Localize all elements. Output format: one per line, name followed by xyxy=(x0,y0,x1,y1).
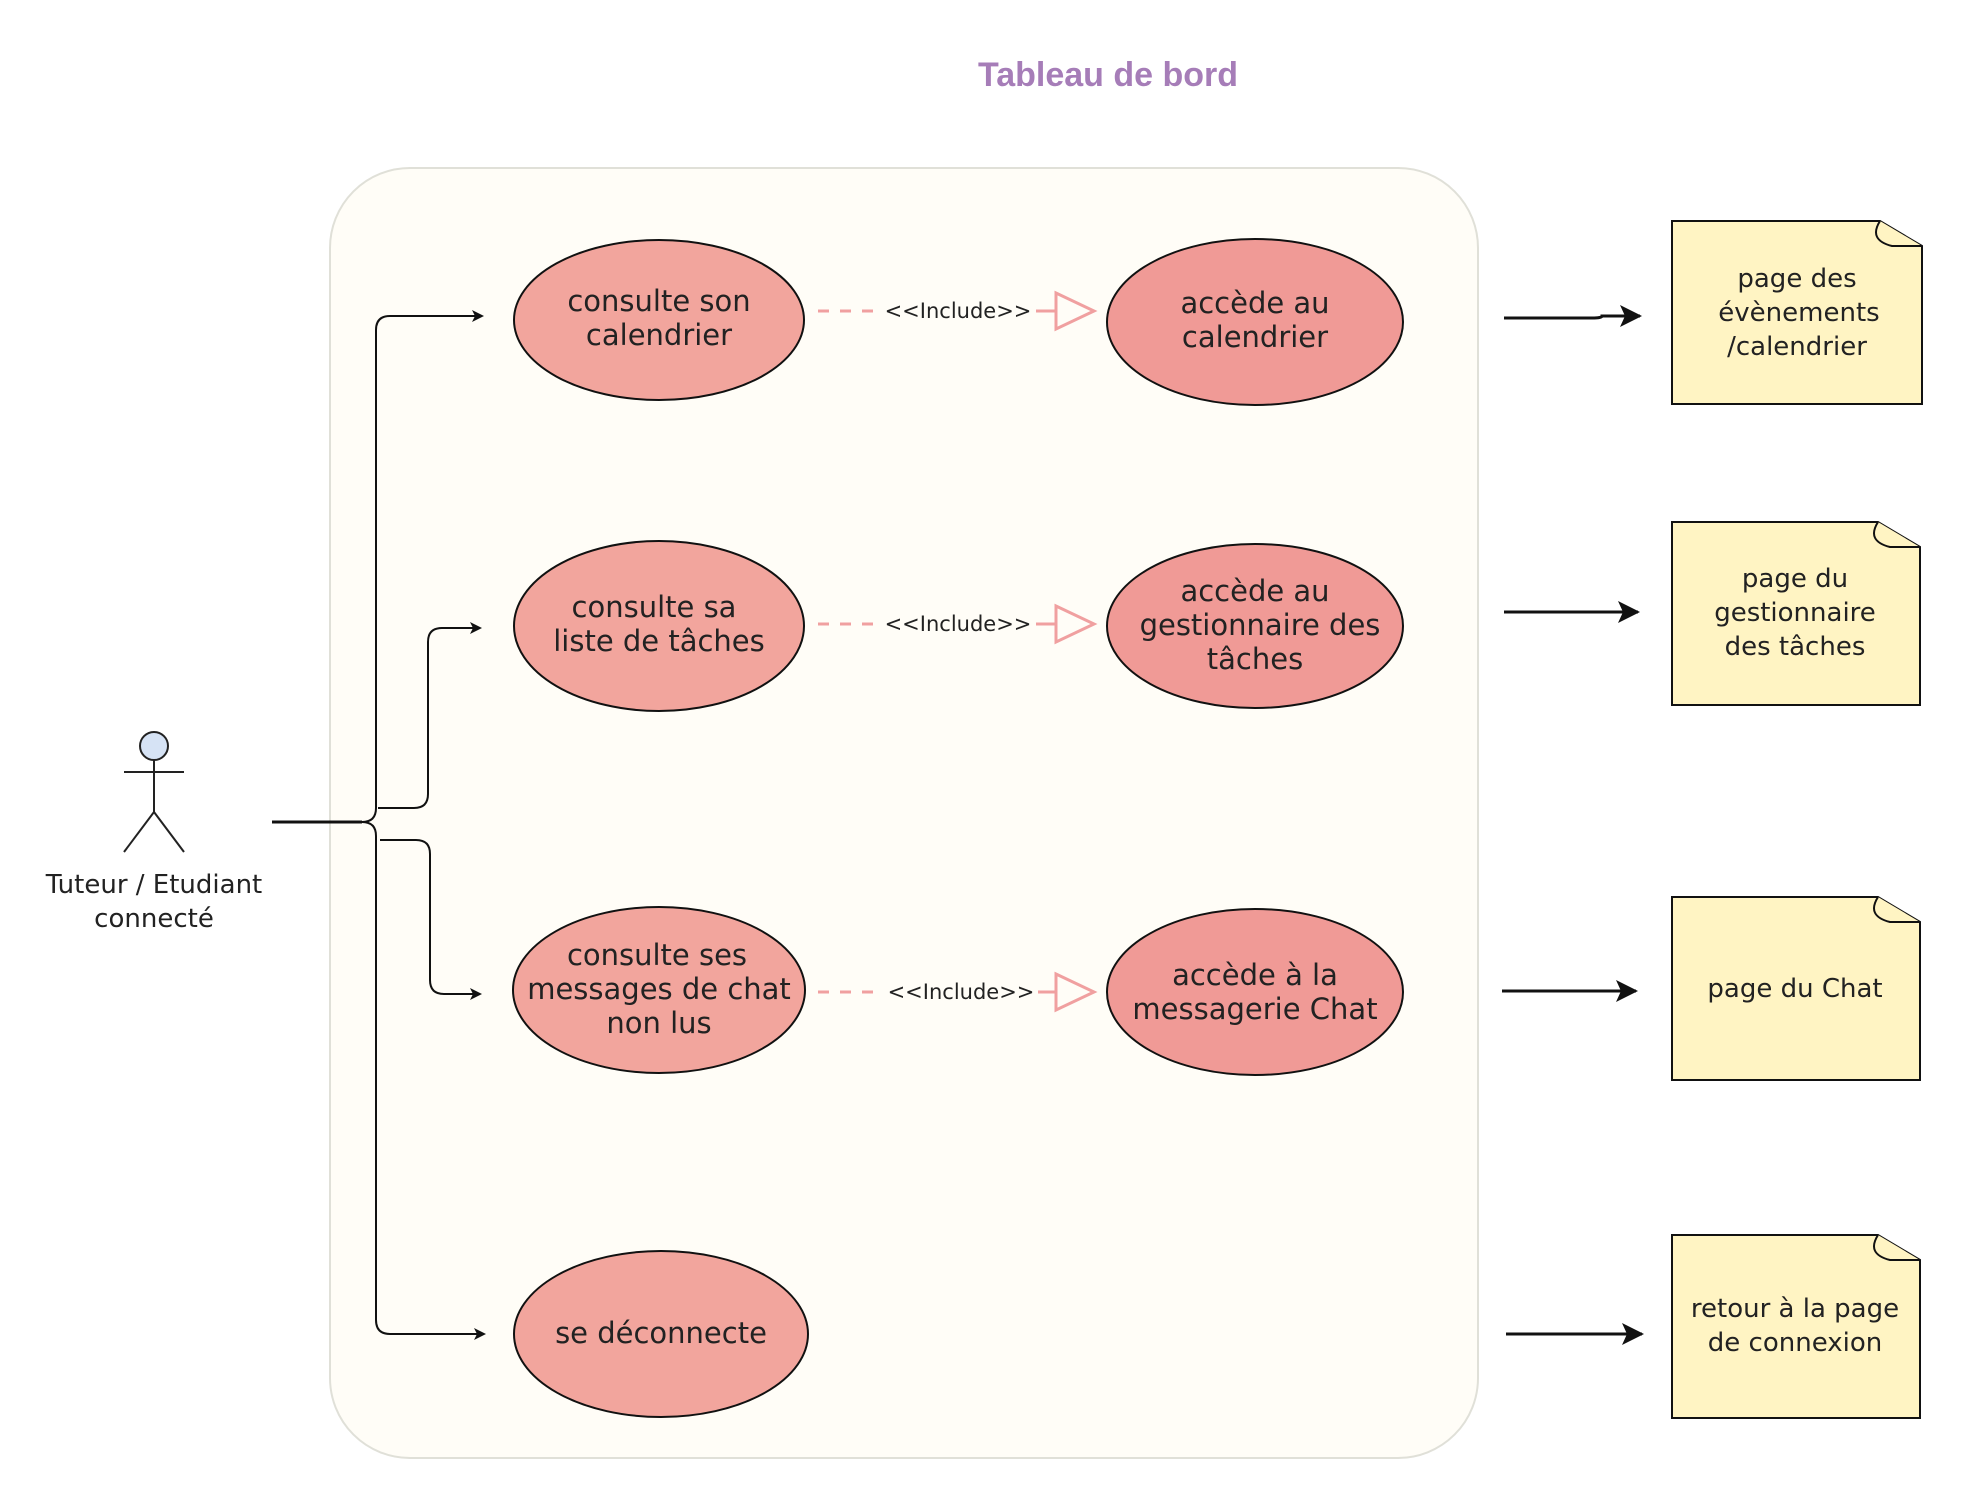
include-relation-calendar: <<Include>> xyxy=(818,290,1098,332)
included-task-manager-line1: accède au xyxy=(1180,574,1329,608)
include-relations: <<Include>> <<Include>> <<Include>> xyxy=(818,290,1098,1013)
note-task-page-line2: gestionnaire xyxy=(1714,598,1876,628)
included-task-manager[interactable]: accède au gestionnaire des tâches xyxy=(1106,543,1404,709)
actor-label-line1: Tuteur / Etudiant xyxy=(45,870,263,900)
include-label: <<Include>> xyxy=(888,980,1035,1004)
use-case-logout-line1: se déconnecte xyxy=(555,1316,767,1350)
actor[interactable]: Tuteur / Etudiant connecté xyxy=(45,731,263,934)
note-task-page-line3: des tâches xyxy=(1725,632,1866,662)
note-task-page[interactable]: page du gestionnaire des tâches xyxy=(1671,521,1921,706)
included-task-manager-line2: gestionnaire des xyxy=(1140,608,1381,642)
note-chat-page[interactable]: page du Chat xyxy=(1671,896,1921,1081)
actor-label-line2: connecté xyxy=(94,904,214,934)
note-calendar-page-line3: /calendrier xyxy=(1727,332,1867,362)
note-login-page[interactable]: retour à la page de connexion xyxy=(1671,1234,1921,1419)
use-case-logout[interactable]: se déconnecte xyxy=(513,1250,809,1418)
use-case-calendar-line1: consulte son xyxy=(567,284,750,318)
note-arrows xyxy=(1502,305,1644,1345)
included-chat[interactable]: accède à la messagerie Chat xyxy=(1106,908,1404,1076)
note-calendar-page-line2: évènements xyxy=(1718,298,1879,328)
use-case-calendar[interactable]: consulte son calendrier xyxy=(513,239,805,401)
actor-connectors xyxy=(272,310,484,1340)
note-login-page-line2: de connexion xyxy=(1708,1328,1882,1358)
use-case-chat[interactable]: consulte ses messages de chat non lus xyxy=(512,906,806,1074)
included-calendar-line2: calendrier xyxy=(1182,320,1328,354)
use-case-tasks[interactable]: consulte sa liste de tâches xyxy=(513,540,805,712)
use-case-chat-line2: messages de chat xyxy=(527,972,791,1006)
included-task-manager-line3: tâches xyxy=(1207,642,1303,676)
include-relation-chat: <<Include>> xyxy=(818,971,1098,1013)
included-chat-line2: messagerie Chat xyxy=(1132,992,1377,1026)
include-relation-tasks: <<Include>> xyxy=(818,603,1098,645)
note-calendar-page[interactable]: page des évènements /calendrier xyxy=(1671,220,1923,405)
use-case-chat-line1: consulte ses xyxy=(567,938,747,972)
use-case-calendar-line2: calendrier xyxy=(586,318,732,352)
diagram-title: Tableau de bord xyxy=(978,56,1238,94)
included-calendar[interactable]: accède au calendrier xyxy=(1106,238,1404,406)
note-chat-page-line1: page du Chat xyxy=(1707,974,1882,1004)
use-case-chat-line3: non lus xyxy=(606,1006,711,1040)
include-label: <<Include>> xyxy=(885,612,1032,636)
included-chat-line1: accède à la xyxy=(1172,958,1338,992)
note-login-page-line1: retour à la page xyxy=(1691,1294,1899,1324)
note-task-page-line1: page du xyxy=(1742,564,1848,594)
note-calendar-page-line1: page des xyxy=(1737,264,1856,294)
included-calendar-line1: accède au xyxy=(1180,286,1329,320)
use-case-tasks-line2: liste de tâches xyxy=(553,624,765,658)
system-boundary xyxy=(329,167,1479,1459)
use-case-tasks-line1: consulte sa xyxy=(572,590,737,624)
actor-head xyxy=(139,731,169,761)
include-label: <<Include>> xyxy=(885,299,1032,323)
